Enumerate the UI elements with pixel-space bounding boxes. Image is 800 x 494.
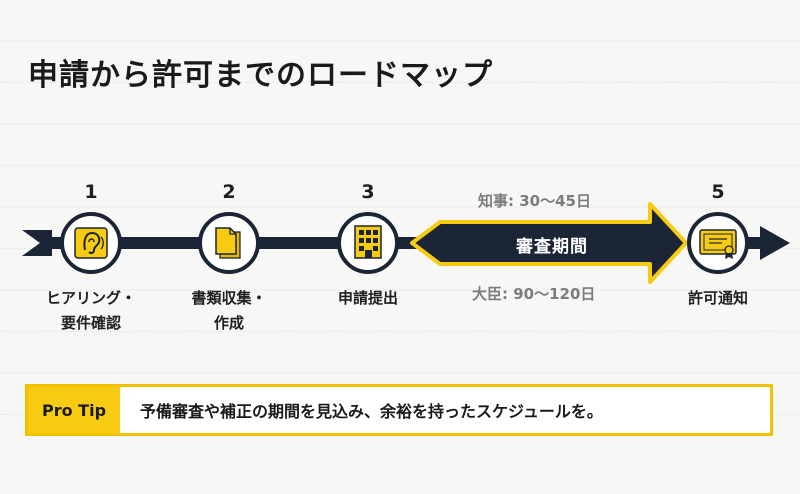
review-period-label: 審査期間	[516, 237, 588, 257]
step-2-label: 書類収集・ 作成	[191, 289, 267, 332]
minister-duration: 大臣: 90〜120日	[472, 285, 596, 303]
step-5-number: 5	[711, 181, 725, 203]
flow-end-arrowhead	[760, 226, 790, 260]
step-1-label: ヒアリング・ 要件確認	[45, 289, 136, 332]
step-1-node	[60, 212, 122, 274]
page-title: 申請から許可までのロードマップ	[28, 58, 493, 93]
step-3-node	[337, 212, 399, 274]
governor-duration: 知事: 30〜45日	[478, 192, 591, 210]
review-period-arrow	[410, 202, 688, 284]
step-1-number: 1	[84, 181, 98, 203]
documents-icon	[215, 227, 241, 259]
certificate-icon	[699, 229, 737, 259]
pro-tip-box: Pro Tip 予備審査や補正の期間を見込み、余裕を持ったスケジュールを。	[25, 384, 773, 436]
building-icon	[354, 225, 382, 259]
ear-icon	[74, 227, 108, 259]
step-2-number: 2	[222, 181, 236, 203]
step-5-node	[687, 212, 749, 274]
pro-tip-label: Pro Tip	[28, 387, 120, 433]
step-5-label: 許可通知	[687, 289, 748, 307]
flow-start-tail	[22, 230, 52, 256]
step-3-label: 申請提出	[337, 289, 398, 307]
step-3-number: 3	[361, 181, 375, 203]
step-2-node	[198, 212, 260, 274]
pro-tip-text: 予備審査や補正の期間を見込み、余裕を持ったスケジュールを。	[140, 402, 603, 421]
